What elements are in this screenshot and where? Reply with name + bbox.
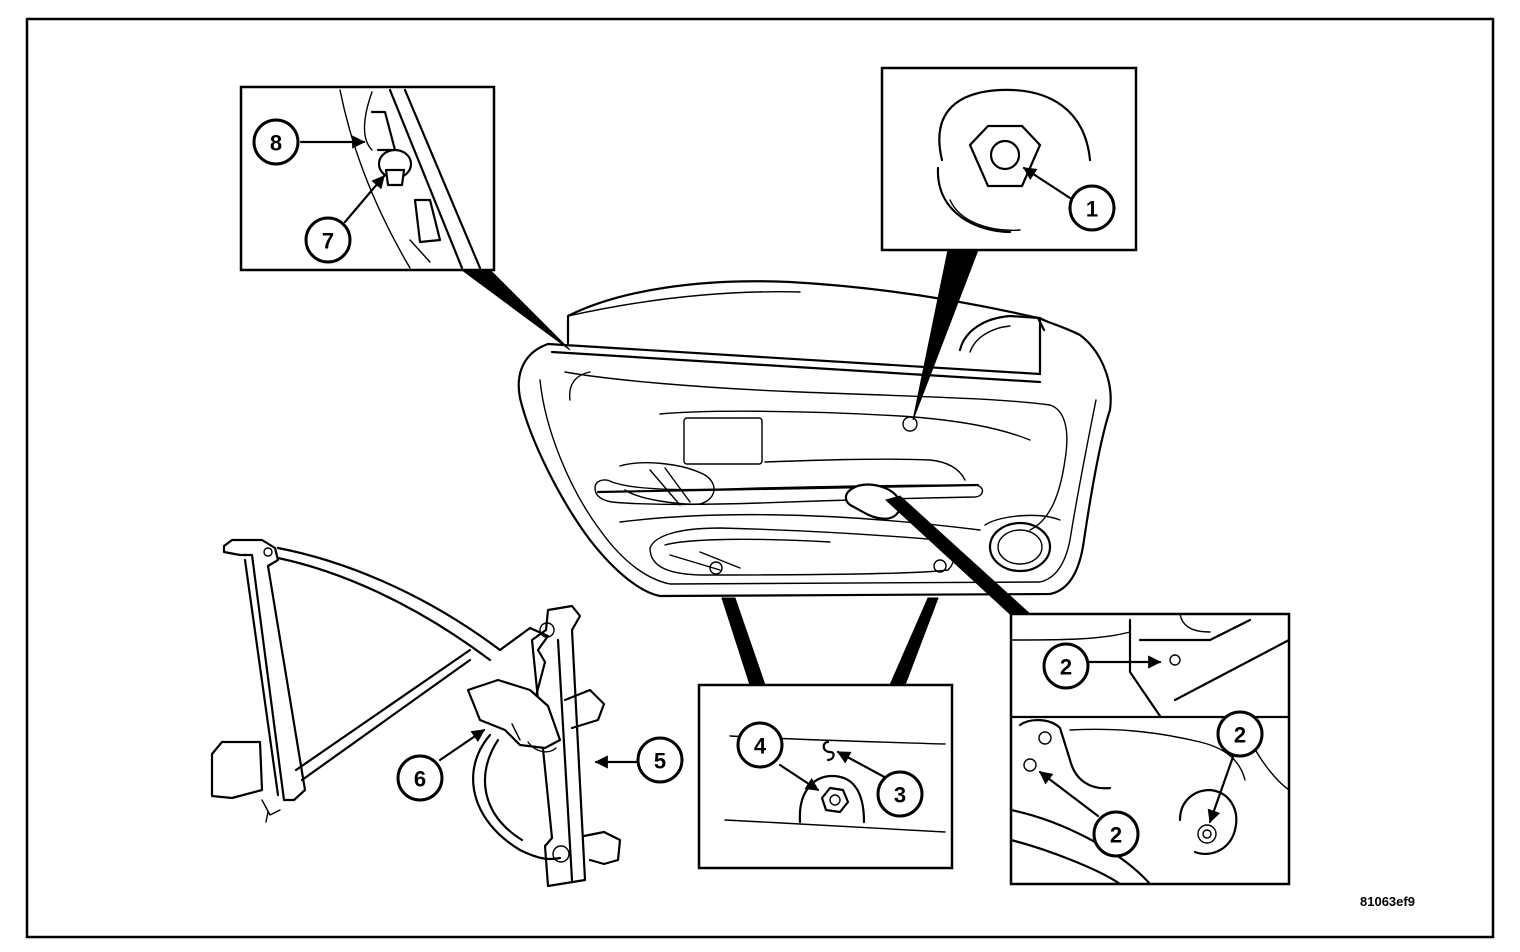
callout-2-bottom: 2	[1092, 810, 1140, 858]
nut-detail	[936, 88, 1092, 234]
callout-3: 3	[876, 770, 924, 818]
detail-box-clip	[239, 85, 496, 272]
arrow-1	[1022, 166, 1072, 200]
arrow-3	[836, 750, 892, 782]
callout-3-label: 3	[894, 783, 906, 808]
callout-2-right: 2	[1216, 710, 1264, 758]
arrow-2-right	[1207, 752, 1236, 824]
callout-7: 7	[304, 216, 352, 264]
callout-4: 4	[736, 721, 784, 769]
window-regulator	[210, 538, 622, 888]
callout-6: 6	[396, 754, 444, 802]
callout-2-top: 2	[1042, 642, 1090, 690]
callout-8-label: 8	[270, 131, 282, 156]
callout-7-label: 7	[322, 229, 334, 254]
callout-5: 5	[636, 736, 684, 784]
callout-5-label: 5	[654, 749, 666, 774]
arrow-7	[343, 174, 386, 224]
callout-1-label: 1	[1086, 197, 1098, 222]
callout-6-label: 6	[414, 767, 426, 792]
arrow-4	[778, 763, 820, 792]
arrow-2-bottom-left	[1038, 770, 1100, 818]
figure-code: 81063ef9	[1360, 894, 1415, 909]
callout-2-top-label: 2	[1060, 655, 1072, 680]
callout-1: 1	[1068, 184, 1116, 232]
clip-detail	[339, 88, 482, 270]
callout-4-label: 4	[754, 734, 767, 759]
callout-2-right-label: 2	[1234, 723, 1246, 748]
callout-8: 8	[252, 118, 300, 166]
arrow-6	[438, 728, 486, 762]
callout-2-bottom-label: 2	[1110, 823, 1122, 848]
rivets-detail	[1009, 613, 1291, 886]
